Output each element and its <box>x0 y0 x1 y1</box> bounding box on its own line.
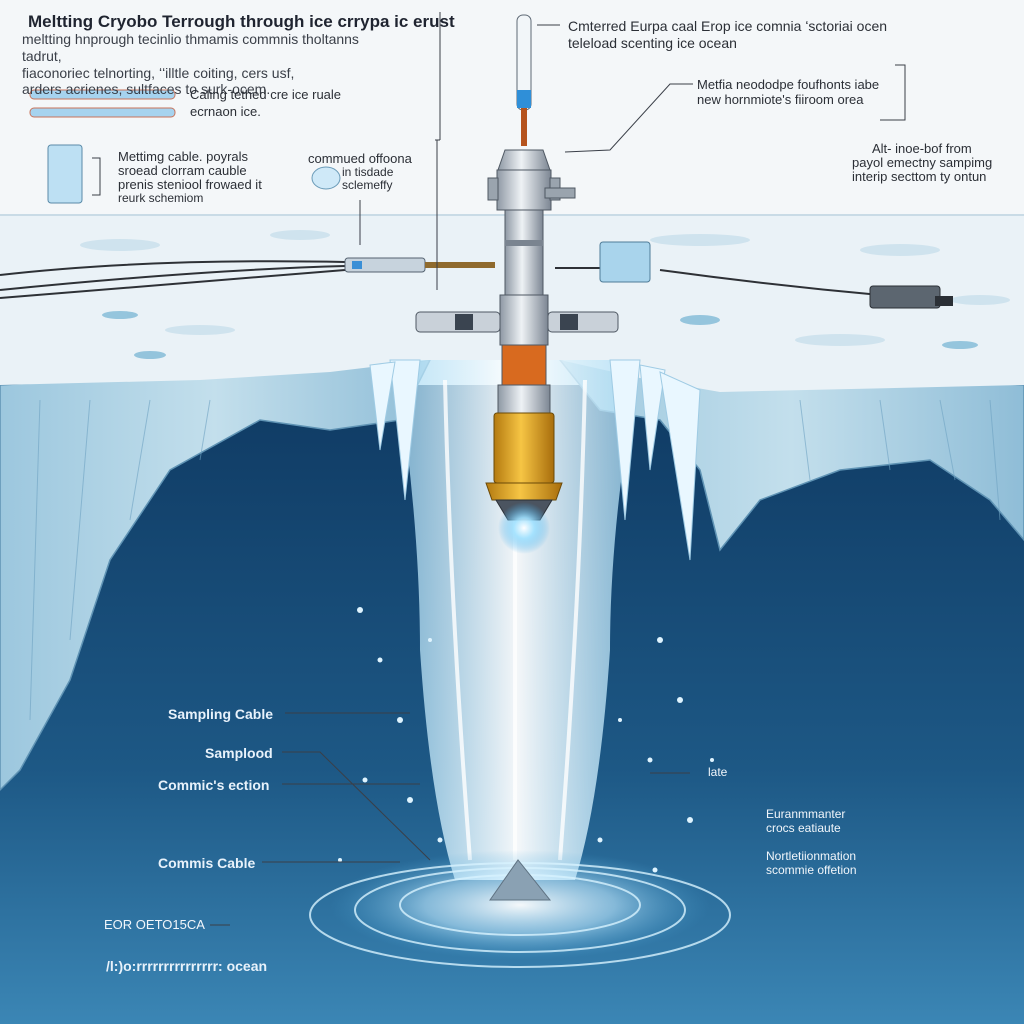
right-note-1: Metfia neododpe foufhonts iabe <box>697 77 880 92</box>
legend-module-label-2: sroead clorram cauble <box>118 163 247 178</box>
intro-line: meltting hnprough tecinlio thmamis commn… <box>22 31 359 64</box>
legend-cable-label-1: Caling tethed cre ice ruale <box>190 87 342 102</box>
label-eor-code: EOR OETO15CA <box>104 917 205 932</box>
meltwater-plume <box>395 360 640 880</box>
ice-cone <box>489 859 552 901</box>
label-commis-cable: Commis Cable <box>158 855 256 871</box>
label-nort-1: Nortletiionmation <box>766 849 857 863</box>
intro-line: fiaconoriec telnorting, ʻʻilltle coiting… <box>22 64 295 81</box>
center-note-2: in tisdade <box>342 165 394 179</box>
diagram-title: Meltting Cryobo Terrough through ice crr… <box>28 12 455 31</box>
far-right-note-1: Alt- inoe-bof from <box>872 141 972 156</box>
label-euramm-2: crocs eatiaute <box>766 821 841 835</box>
legend-sphere-swatch <box>311 166 341 190</box>
legend-module-swatch <box>47 144 83 204</box>
label-sampling-cable: Sampling Cable <box>168 706 274 722</box>
ice-wall-texture <box>29 399 1001 721</box>
callout-top-right-1: Cmterred Eurpa caal Erop ice comnia ʻsct… <box>568 18 888 34</box>
comms-relay <box>869 285 941 309</box>
label-euramm-1: Euranmmanter <box>766 807 846 821</box>
legend-module-label-1: Mettimg cable. poyrals <box>118 149 249 164</box>
legend-cable-label-2: ecrnaon ice. <box>190 104 261 119</box>
water-droplets <box>338 607 714 873</box>
callout-top-right-2: teleload scenting ice ocean <box>568 35 737 51</box>
label-nort-2: scommie offetion <box>766 863 857 877</box>
legend-module-label-4: reurk schemiom <box>118 191 204 205</box>
right-note-2: new hornmiote's fiiroom orea <box>697 92 864 107</box>
leader-lines <box>92 12 906 926</box>
far-right-note-2: payol emectny sampimg <box>852 155 993 170</box>
center-note-1: commued offoona <box>308 151 412 166</box>
cryobot-probe <box>415 14 619 554</box>
intro-text: meltting hnprough tecinlio thmamis commn… <box>22 31 402 98</box>
label-ocean-bottom: /l:)o:rrrrrrrrrrrrrrr: ocean <box>106 958 268 974</box>
legend-cable-swatch <box>29 89 176 100</box>
label-commis-section: Commic's ection <box>158 777 270 793</box>
icicles <box>369 359 701 561</box>
legend-module-label-3: prenis steniool frowaed it <box>118 177 262 192</box>
center-note-3: sclemeffy <box>342 178 393 192</box>
surface-cables <box>0 260 881 299</box>
heating-tip-glow <box>498 502 550 554</box>
label-late: late <box>708 765 728 779</box>
melt-pool <box>330 850 710 960</box>
far-right-note-3: interip secttom ty ontun <box>852 169 987 184</box>
label-samplood: Samplood <box>205 745 273 761</box>
intro-line: arders acrienes, sultfaces to surk-ocem. <box>22 81 271 98</box>
surface-module <box>599 241 651 283</box>
ice-surface-texture <box>80 230 1010 346</box>
